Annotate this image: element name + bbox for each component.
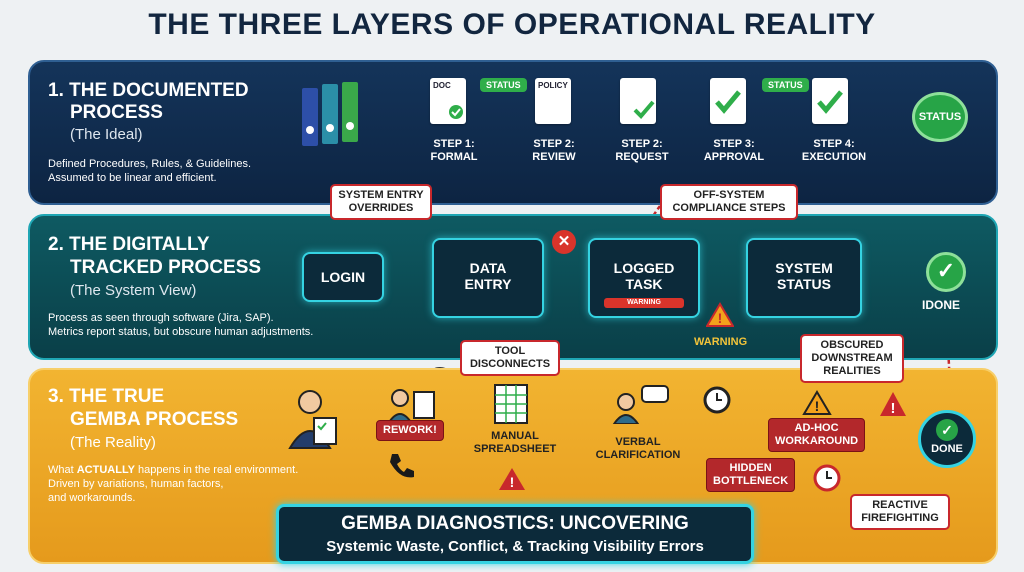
layer1-title-line1: 1. THE DOCUMENTED xyxy=(48,80,249,101)
banner-title: GEMBA DIAGNOSTICS: UNCOVERING xyxy=(341,513,689,534)
signed-request-icon xyxy=(620,78,656,124)
doc-tag: DOC xyxy=(433,81,451,90)
execution-document-icon xyxy=(812,78,848,124)
step4-label: STEP 4:EXECUTION xyxy=(801,138,867,163)
red-alert-icon: ! xyxy=(880,392,906,417)
layer3-subtitle: (The Reality) xyxy=(70,434,156,451)
checkmark-icon: ✓ xyxy=(936,419,958,441)
gemba-diagnostics-banner: GEMBA DIAGNOSTICS: UNCOVERING Systemic W… xyxy=(276,504,754,564)
overdue-clock-icon xyxy=(813,464,841,492)
layer3-desc-line1: What ACTUALLY happens in the real enviro… xyxy=(48,464,299,476)
svg-text:!: ! xyxy=(891,400,896,417)
warning-label: WARNING xyxy=(694,336,748,348)
alarm-clock-icon xyxy=(703,386,731,414)
layer3-desc-line3: and workarounds. xyxy=(48,492,136,504)
conversation-icon xyxy=(612,385,669,424)
done-label: IDONE xyxy=(922,298,961,312)
layer2-subtitle: (The System View) xyxy=(70,282,197,299)
spreadsheet-icon xyxy=(494,384,528,424)
gemba-done-badge: ✓ DONE xyxy=(918,410,976,468)
binders-icon xyxy=(302,82,358,146)
gemba-done-label: DONE xyxy=(931,443,963,455)
rework-tag: REWORK! xyxy=(376,420,444,441)
layer1-desc-line2: Assumed to be linear and efficient. xyxy=(48,172,217,184)
layer1-desc-line1: Defined Procedures, Rules, & Guidelines. xyxy=(48,158,251,170)
status-pill-1: STATUS xyxy=(480,78,527,92)
layer2-desc-line1: Process as seen through software (Jira, … xyxy=(48,312,274,324)
svg-text:!: ! xyxy=(718,310,723,326)
policy-document-icon: POLICY xyxy=(535,78,571,124)
layer3-title-line1: 3. THE TRUE xyxy=(48,386,165,407)
layer2-desc-line2: Metrics report status, but obscure human… xyxy=(48,326,314,338)
checkmark-icon: ✓ xyxy=(926,252,966,292)
step2-review-label: STEP 2:REVIEW xyxy=(532,138,576,163)
step3-label: STEP 3:APPROVAL xyxy=(703,138,765,163)
page-title: THE THREE LAYERS OF OPERATIONAL REALITY xyxy=(148,8,876,41)
error-x-icon: ✕ xyxy=(552,230,576,254)
stressed-worker-icon xyxy=(288,390,337,449)
status-pill-2: STATUS xyxy=(762,78,809,92)
step2-request-label: STEP 2:REQUEST xyxy=(615,138,669,163)
approval-checklist-icon xyxy=(710,78,746,124)
status-end-badge: STATUS xyxy=(912,92,968,142)
alert-triangle-icon: ! xyxy=(499,468,525,490)
svg-text:!: ! xyxy=(510,474,515,490)
layer3-title-line2: GEMBA PROCESS xyxy=(70,409,239,430)
document-icon: DOC xyxy=(430,78,466,124)
step1-label: STEP 1:FORMAL xyxy=(430,138,478,163)
banner-subtitle: Systemic Waste, Conflict, & Tracking Vis… xyxy=(326,538,704,555)
layer2-title-line2: TRACKED PROCESS xyxy=(70,257,262,278)
warning-triangle-icon: ! xyxy=(706,302,734,327)
worker-writing-icon xyxy=(386,389,435,425)
layer1-title-line2: PROCESS xyxy=(70,102,163,123)
policy-tag: POLICY xyxy=(538,81,568,90)
layer1-subtitle: (The Ideal) xyxy=(70,126,143,143)
phone-icon xyxy=(390,454,414,478)
adhoc-warning-icon: ! xyxy=(802,390,832,415)
svg-text:!: ! xyxy=(815,398,820,414)
layer3-desc-line2: Driven by variations, human factors, xyxy=(48,478,224,490)
login-box: LOGIN xyxy=(302,252,384,302)
layer2-title-line1: 2. THE DIGITALLY xyxy=(48,234,210,255)
logged-warning-bar: WARNING xyxy=(604,298,684,308)
